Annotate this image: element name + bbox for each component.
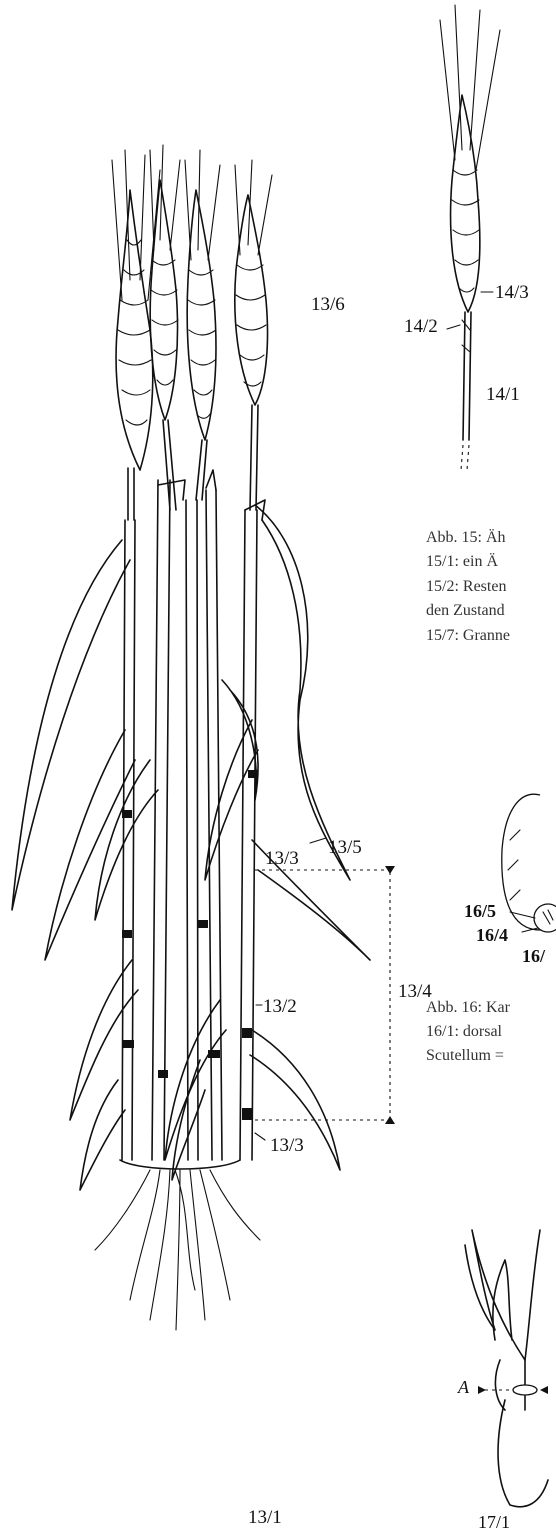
label-rachis-base: 14/2 [404,317,438,336]
label-section-marker: A [458,1378,469,1396]
floret-drawing [465,1230,548,1507]
internode-dimension [255,866,395,1124]
ear-1 [112,150,160,470]
ear-4 [235,160,272,405]
label-floret: 17/1 [478,1513,510,1531]
label-kernel-a: 16/5 [464,902,496,920]
label-kernel-c: 16/ [522,947,545,965]
caption-16-line-1: Abb. 16: Kar [426,1000,510,1016]
caption-15-line-2: 15/1: ein Ä [426,554,498,570]
caption-16-line-3: Scutellum = [426,1048,504,1064]
caption-15-line-3: 15/2: Resten [426,579,506,595]
caption-16-line-2: 16/1: dorsal [426,1024,502,1040]
label-node-upper: 13/3 [265,849,299,868]
label-node-lower: 13/3 [270,1136,304,1155]
kernel-drawing [502,794,556,932]
label-stalk: 14/1 [486,385,520,404]
caption-15-line-5: 15/7: Granne [426,628,510,644]
caption-15-line-4: den Zustand [426,603,505,619]
wheat-plant-drawing [12,145,370,1330]
label-flag-leaf: 13/5 [328,838,362,857]
label-roots: 13/1 [248,1508,282,1527]
ear-2 [150,145,180,420]
ear-3 [185,150,220,440]
label-spikelet: 14/3 [495,283,529,302]
label-ears: 13/6 [311,295,345,314]
label-kernel-b: 16/4 [476,926,508,944]
label-stem: 13/2 [263,997,297,1016]
caption-15-line-1: Abb. 15: Äh [426,530,506,546]
